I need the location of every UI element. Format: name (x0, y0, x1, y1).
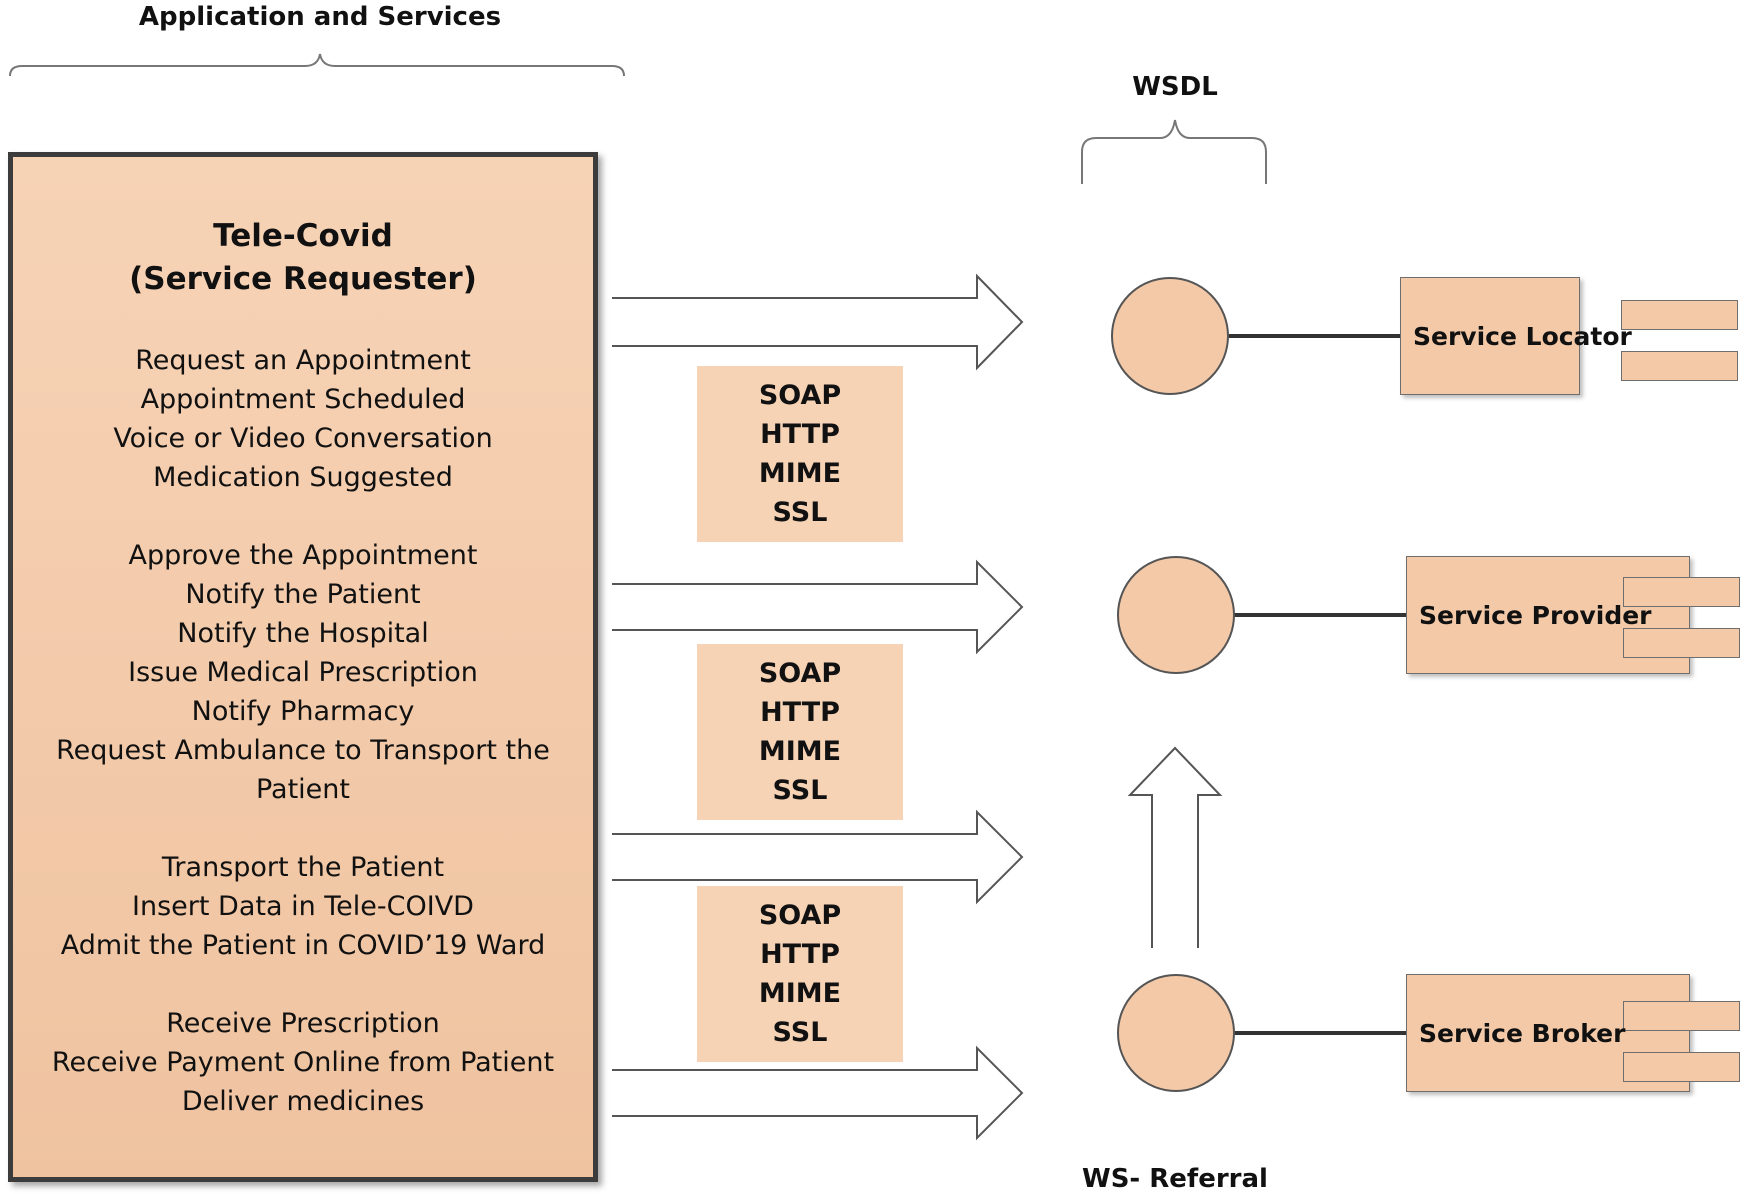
component-tab (1623, 1001, 1740, 1031)
protocol-label: MIME (758, 458, 842, 489)
component-tab (1621, 300, 1738, 330)
task-item: Transport the Patient (161, 852, 445, 883)
task-item: Notify the Patient (185, 579, 421, 610)
task-item: Receive Prescription (166, 1008, 440, 1039)
task-item: Voice or Video Conversation (113, 423, 493, 454)
task-group-pharmacy: Receive Prescription Receive Payment Onl… (13, 1004, 593, 1121)
protocol-label: SOAP (758, 658, 842, 689)
wsdl-heading: WSDL (1132, 72, 1218, 102)
task-item: Approve the Appointment (128, 540, 478, 571)
wsdl-brace (1081, 119, 1267, 184)
protocol-box: SOAP HTTP MIME SSL (697, 886, 903, 1062)
task-item: Medication Suggested (153, 462, 453, 493)
protocol-box: SOAP HTTP MIME SSL (697, 366, 903, 542)
task-item: Receive Payment Online from Patient (51, 1047, 555, 1078)
protocol-label: HTTP (760, 939, 840, 970)
task-item: Notify Pharmacy (191, 696, 415, 727)
task-item: Issue Medical Prescription (128, 657, 478, 688)
requester-title-line1: Tele-Covid (213, 218, 393, 254)
task-item: Deliver medicines (181, 1086, 425, 1117)
arrow-up (1127, 746, 1223, 948)
interface-circle-provider (1117, 556, 1235, 674)
protocol-label: MIME (758, 978, 842, 1009)
task-item: Appointment Scheduled (140, 384, 466, 415)
service-provider-component: Service Provider (1406, 556, 1740, 674)
protocol-label: SSL (772, 775, 828, 806)
service-broker-label: Service Broker (1419, 1018, 1626, 1048)
task-item: Request an Appointment (135, 345, 471, 376)
interface-circle-broker (1117, 974, 1235, 1092)
component-tab (1623, 577, 1740, 607)
service-broker-component: Service Broker (1406, 974, 1740, 1092)
protocol-label: SOAP (758, 380, 842, 411)
arrow-right-3 (612, 809, 1024, 905)
protocol-label: SSL (772, 497, 828, 528)
application-brace (9, 53, 625, 77)
protocol-label: HTTP (760, 419, 840, 450)
component-tab (1623, 1052, 1740, 1082)
component-tab (1621, 351, 1738, 381)
service-locator-label: Service Locator (1413, 321, 1632, 351)
task-item: Request Ambulance to Transport the Patie… (56, 735, 550, 805)
task-group-transport: Transport the Patient Insert Data in Tel… (13, 848, 593, 965)
interface-circle-locator (1111, 277, 1229, 395)
application-services-heading: Application and Services (138, 2, 502, 32)
arrow-right-1 (612, 273, 1024, 371)
requester-title: Tele-Covid (Service Requester) (13, 215, 593, 301)
protocol-label: SOAP (758, 900, 842, 931)
arrow-right-2 (612, 559, 1024, 655)
task-item: Notify the Hospital (177, 618, 429, 649)
protocol-label: HTTP (760, 697, 840, 728)
service-locator-component: Service Locator (1400, 277, 1738, 395)
requester-title-line2: (Service Requester) (129, 261, 477, 297)
protocol-label: SSL (772, 1017, 828, 1048)
service-requester-box: Tele-Covid (Service Requester) Request a… (8, 152, 598, 1182)
protocol-label: MIME (758, 736, 842, 767)
task-item: Admit the Patient in COVID’19 Ward (60, 930, 546, 961)
arrow-right-4 (612, 1045, 1024, 1141)
ws-referral-heading: WS- Referral (1082, 1164, 1268, 1194)
task-item: Insert Data in Tele-COIVD (132, 891, 474, 922)
protocol-box: SOAP HTTP MIME SSL (697, 644, 903, 820)
component-tab (1623, 628, 1740, 658)
task-group-approval: Approve the Appointment Notify the Patie… (13, 536, 593, 809)
task-group-appointment: Request an Appointment Appointment Sched… (13, 341, 593, 497)
service-provider-label: Service Provider (1419, 600, 1652, 630)
